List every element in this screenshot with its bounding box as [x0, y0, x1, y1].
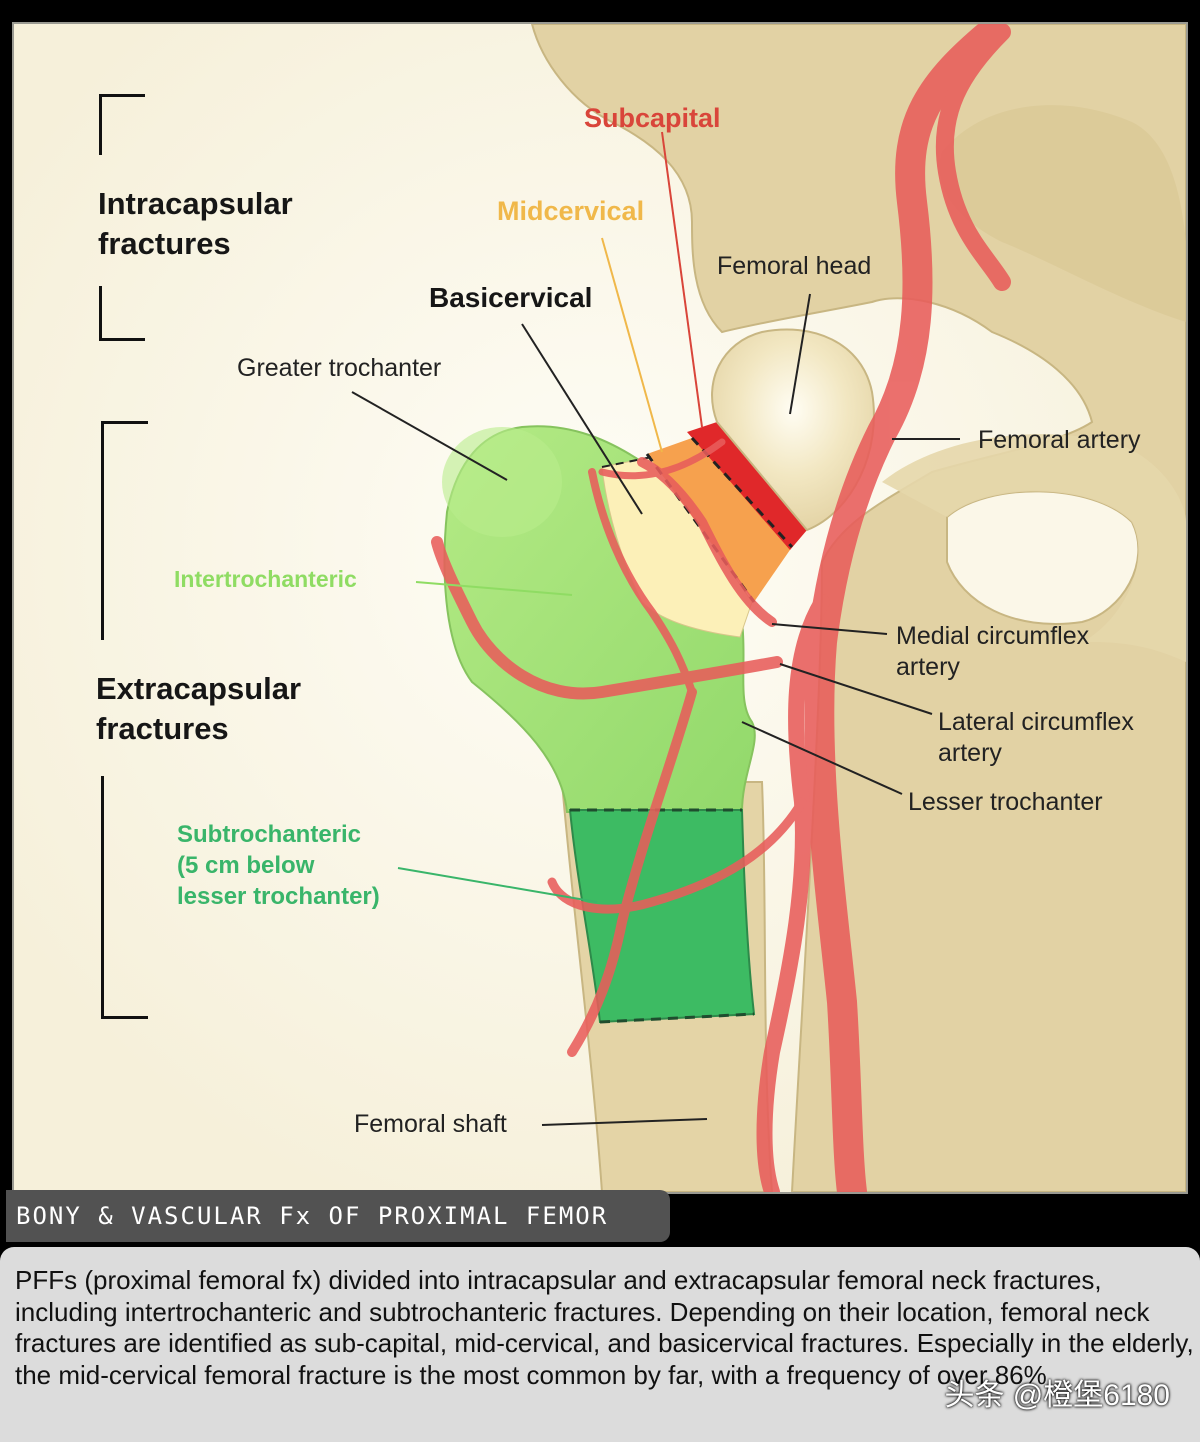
watermark: 头条 @橙堡6180 [944, 1379, 1170, 1412]
midcervical-zone [647, 438, 792, 602]
extracapsular-label: Extracapsular fractures [96, 671, 302, 746]
subtrochanteric-label: Subtrochanteric (5 cm below lesser troch… [177, 821, 380, 910]
lesser-trochanter-label: Lesser trochanter [908, 788, 1103, 816]
deep-femoral-artery [756, 594, 830, 1192]
diagram-panel: Intracapsular fractures Extracapsular fr… [12, 22, 1188, 1194]
description-text: PFFs (proximal femoral fx) divided into … [15, 1265, 1194, 1390]
midcervical-label: Midcervical [497, 196, 645, 226]
intracapsular-bracket-top [99, 94, 145, 155]
subcapital-label: Subcapital [584, 103, 721, 133]
femoral-artery [804, 24, 1007, 1192]
lateral-circumflex-label: Lateral circumflex artery [938, 708, 1134, 767]
femoral-artery-label: Femoral artery [978, 426, 1141, 454]
pubic-ramus [882, 434, 1186, 662]
medial-circumflex-label: Medial circumflex artery [896, 622, 1090, 681]
basicervical-label: Basicervical [429, 282, 593, 313]
greater-trochanter-bulge [442, 427, 562, 537]
lateral-circumflex-artery-path [431, 536, 783, 700]
femoral-head-label: Femoral head [717, 252, 872, 280]
femoral-shaft-label: Femoral shaft [354, 1110, 507, 1138]
femur-anatomy-illustration [14, 24, 1186, 1192]
description-panel: PFFs (proximal femoral fx) divided into … [0, 1247, 1200, 1442]
leader-lines [351, 293, 960, 1126]
intertrochanteric-label: Intertrochanteric [174, 566, 357, 592]
arteries [431, 24, 1011, 1192]
caption-title: BONY & VASCULAR Fx OF PROXIMAL FEMOR [6, 1190, 670, 1242]
obturator-foramen [946, 490, 1140, 625]
intracapsular-label: Intracapsular fractures [98, 186, 293, 261]
extracapsular-bracket-bottom [101, 776, 148, 1019]
greater-trochanter-label: Greater trochanter [237, 354, 442, 382]
intracapsular-bracket-bottom [99, 286, 145, 341]
subcapital-zone [687, 422, 807, 550]
pelvis-shadow [940, 105, 1186, 322]
extracapsular-bracket-top [101, 421, 148, 640]
